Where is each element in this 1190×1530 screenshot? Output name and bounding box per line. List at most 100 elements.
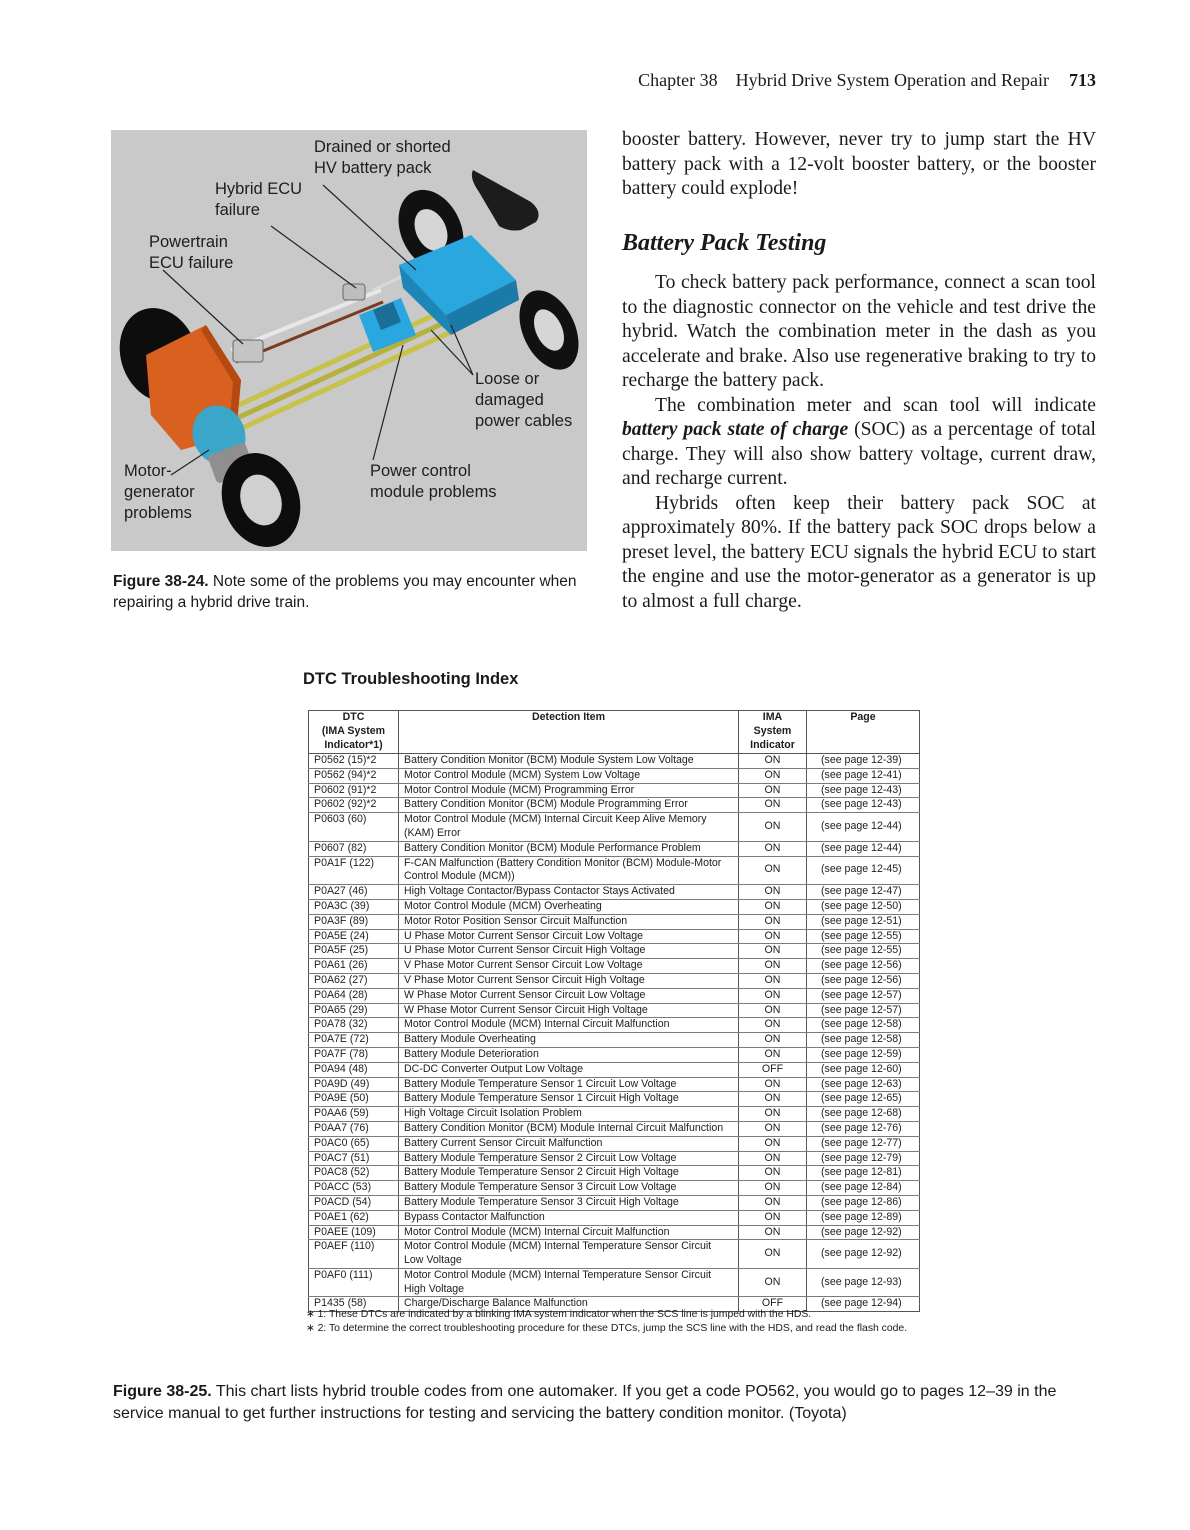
detection-item: Battery Module Overheating (398, 1032, 739, 1048)
detection-item: Battery Condition Monitor (BCM) Module P… (398, 841, 739, 857)
page-reference: (see page 12-51) (806, 914, 920, 930)
dtc-code: P0ACD (54) (308, 1195, 399, 1211)
ima-indicator: ON (738, 973, 807, 989)
detection-item: High Voltage Contactor/Bypass Contactor … (398, 884, 739, 900)
ima-indicator: ON (738, 783, 807, 799)
table-row: P0ACD (54)Battery Module Temperature Sen… (308, 1195, 920, 1211)
dtc-code: P0AF0 (111) (308, 1268, 399, 1298)
page-number: 713 (1069, 70, 1096, 90)
page-reference: (see page 12-86) (806, 1195, 920, 1211)
figure-38-24-number: Figure 38-24. (113, 573, 209, 590)
ima-indicator: ON (738, 1210, 807, 1226)
footnote-1: ∗ 1: These DTCs are indicated by a blink… (306, 1309, 812, 1320)
page-reference: (see page 12-68) (806, 1106, 920, 1122)
detection-item: Battery Condition Monitor (BCM) Module P… (398, 797, 739, 814)
page-reference: (see page 12-79) (806, 1151, 920, 1167)
intro-paragraph: booster battery. However, never try to j… (622, 128, 1096, 202)
power-cable-3 (214, 329, 453, 443)
dtc-code: P0AC8 (52) (308, 1165, 399, 1182)
figure-38-25-caption: Figure 38-25. This chart lists hybrid tr… (113, 1381, 1097, 1425)
page-reference: (see page 12-39) (806, 753, 920, 769)
detection-item: W Phase Motor Current Sensor Circuit Hig… (398, 1003, 739, 1019)
dtc-code: P0A3C (39) (308, 899, 399, 915)
detection-item: Battery Module Deterioration (398, 1047, 739, 1063)
page-reference: (see page 12-94) (806, 1296, 920, 1313)
figure-38-25-text: This chart lists hybrid trouble codes fr… (113, 1383, 1057, 1422)
detection-item: Bypass Contactor Malfunction (398, 1210, 739, 1226)
page-reference: (see page 12-58) (806, 1032, 920, 1048)
page-reference: (see page 12-63) (806, 1077, 920, 1093)
detection-item: Battery Module Temperature Sensor 2 Circ… (398, 1151, 739, 1167)
dtc-code: P0562 (94)*2 (308, 768, 399, 784)
table-row: P0A65 (29)W Phase Motor Current Sensor C… (308, 1003, 920, 1019)
detection-item: Motor Rotor Position Sensor Circuit Malf… (398, 914, 739, 930)
hv-battery-pack-front (446, 280, 519, 335)
dtc-header-row: DTC (IMA System Indicator*1) Detection I… (308, 710, 920, 754)
detection-item: DC-DC Converter Output Low Voltage (398, 1062, 739, 1078)
page-reference: (see page 12-56) (806, 958, 920, 974)
ima-indicator: ON (738, 856, 807, 886)
ima-indicator: ON (738, 929, 807, 945)
leader-lines (162, 184, 474, 476)
page-reference: (see page 12-59) (806, 1047, 920, 1063)
detection-item: High Voltage Circuit Isolation Problem (398, 1106, 739, 1122)
table-row: P0AA7 (76)Battery Condition Monitor (BCM… (308, 1121, 920, 1137)
detection-item: Motor Control Module (MCM) Programming E… (398, 783, 739, 799)
ima-indicator: ON (738, 1180, 807, 1196)
label-hybrid-ecu-failure: Hybrid ECU failure (215, 180, 303, 219)
detection-item: Battery Current Sensor Circuit Malfuncti… (398, 1136, 739, 1152)
label-power-control-module: Power control module problems (370, 462, 497, 501)
table-row: P0ACC (53)Battery Module Temperature Sen… (308, 1180, 920, 1196)
table-row: P0A5E (24)U Phase Motor Current Sensor C… (308, 929, 920, 945)
dtc-code: P0602 (92)*2 (308, 797, 399, 814)
ima-indicator: ON (738, 768, 807, 784)
detection-item: Battery Module Temperature Sensor 1 Circ… (398, 1091, 739, 1108)
hv-battery-pack-side (399, 265, 451, 335)
table-row: P0A61 (26)V Phase Motor Current Sensor C… (308, 958, 920, 974)
ima-indicator: ON (738, 1195, 807, 1211)
table-row: P0A3F (89)Motor Rotor Position Sensor Ci… (308, 914, 920, 930)
ima-indicator: ON (738, 1121, 807, 1137)
dtc-code: P0607 (82) (308, 841, 399, 857)
figure-38-24-text: Note some of the problems you may encoun… (113, 573, 577, 611)
ima-indicator: ON (738, 1239, 807, 1269)
dtc-code: P0AEE (109) (308, 1225, 399, 1241)
dtc-code: P0AEF (110) (308, 1239, 399, 1269)
detection-item: Motor Control Module (MCM) Internal Temp… (398, 1268, 739, 1298)
dtc-code: P0A64 (28) (308, 988, 399, 1004)
detection-item: Motor Control Module (MCM) Internal Circ… (398, 1225, 739, 1241)
rear-right-wheel (533, 309, 565, 351)
label-powertrain-ecu-failure: Powertrain ECU failure (149, 233, 234, 272)
power-control-module-vents (373, 302, 401, 330)
dtc-code: P0A65 (29) (308, 1003, 399, 1019)
dtc-code: P0AC7 (51) (308, 1151, 399, 1167)
dtc-code: P0AC0 (65) (308, 1136, 399, 1152)
detection-item: F-CAN Malfunction (Battery Condition Mon… (398, 856, 739, 886)
section-heading: Battery Pack Testing (622, 230, 827, 256)
ima-indicator: ON (738, 1165, 807, 1182)
table-row: P0AF0 (111)Motor Control Module (MCM) In… (308, 1268, 920, 1298)
ima-indicator: ON (738, 753, 807, 769)
page-reference: (see page 12-89) (806, 1210, 920, 1226)
header-ima-indicator: IMA System Indicator (738, 710, 807, 754)
page-reference: (see page 12-76) (806, 1121, 920, 1137)
table-row: P0A27 (46)High Voltage Contactor/Bypass … (308, 884, 920, 900)
page-reference: (see page 12-56) (806, 973, 920, 989)
paragraph-1: To check battery pack performance, conne… (622, 272, 1096, 391)
page-reference: (see page 12-44) (806, 841, 920, 857)
detection-item: U Phase Motor Current Sensor Circuit Low… (398, 929, 739, 945)
dtc-code: P0A9E (50) (308, 1091, 399, 1108)
table-row: P0AA6 (59)High Voltage Circuit Isolation… (308, 1106, 920, 1122)
running-header: Chapter 38 Hybrid Drive System Operation… (560, 70, 1096, 96)
page-reference: (see page 12-65) (806, 1091, 920, 1108)
detection-item: Battery Condition Monitor (BCM) Module S… (398, 753, 739, 769)
table-row: P0A94 (48)DC-DC Converter Output Low Vol… (308, 1062, 920, 1078)
dtc-code: P0AE1 (62) (308, 1210, 399, 1226)
ima-indicator: ON (738, 1225, 807, 1241)
dtc-footnotes: ∗ 1: These DTCs are indicated by a blink… (306, 1308, 918, 1336)
table-row: P0AC7 (51)Battery Module Temperature Sen… (308, 1151, 920, 1167)
detection-item: Motor Control Module (MCM) Internal Circ… (398, 812, 739, 842)
